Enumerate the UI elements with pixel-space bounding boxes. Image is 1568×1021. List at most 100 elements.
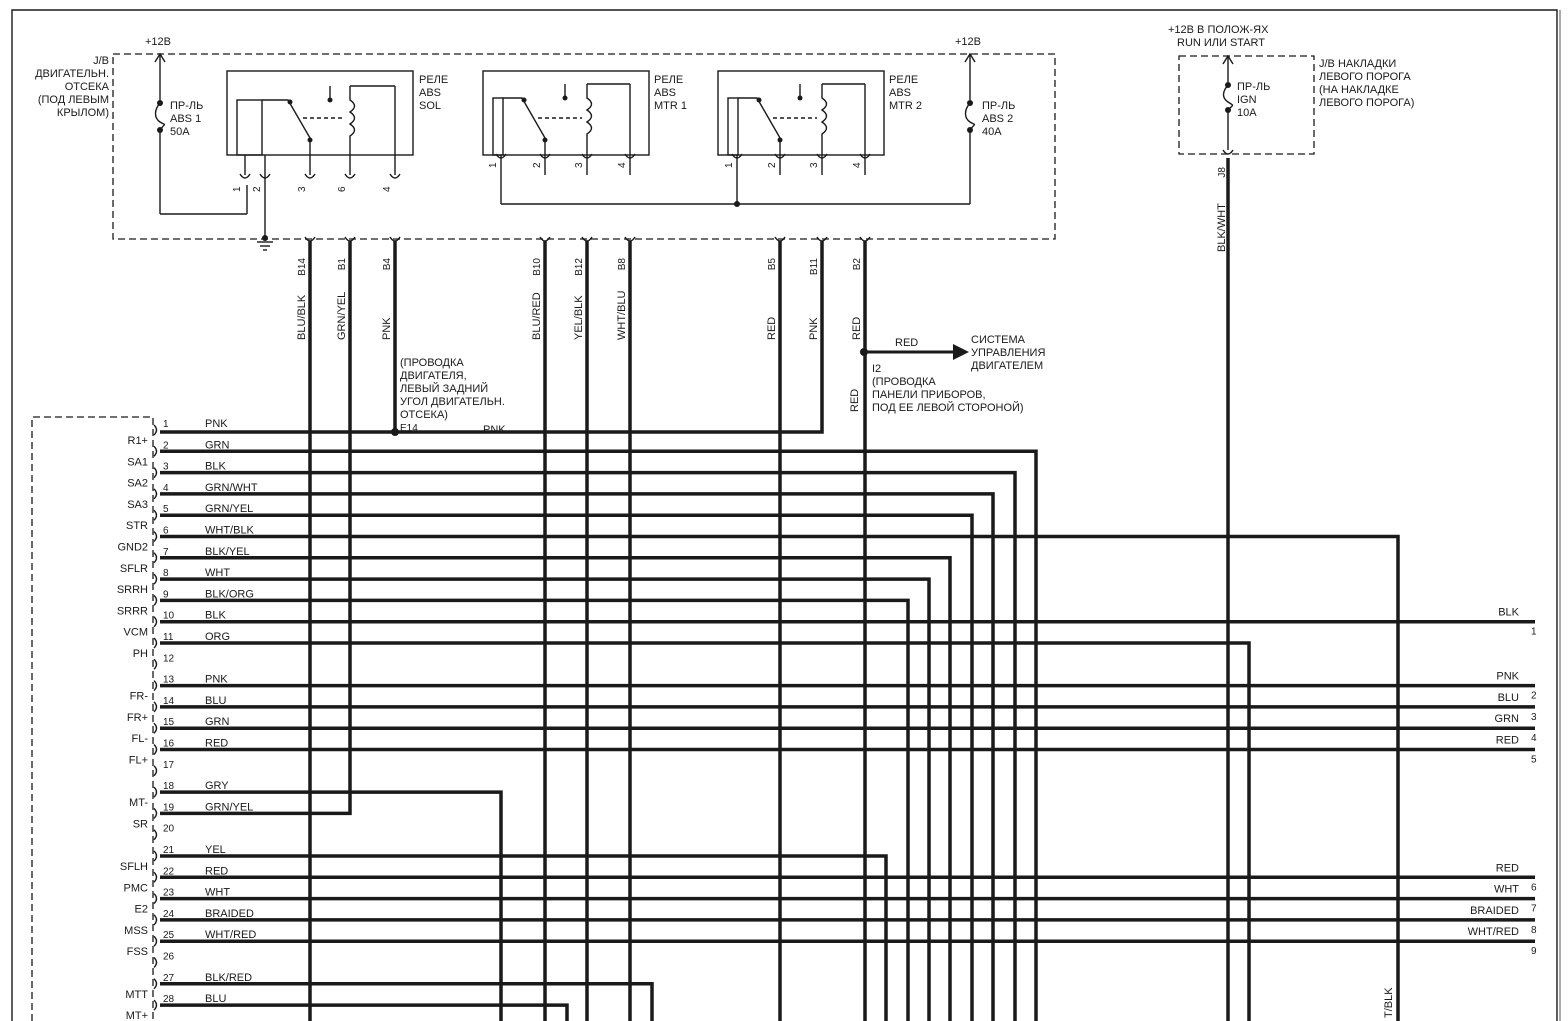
engine-harness-note: (ПРОВОДКА ДВИГАТЕЛЯ, ЛЕВЫЙ ЗАДНИЙ УГОЛ Д… [400, 357, 505, 421]
ecu-pin: 17 [153, 760, 175, 777]
wire-row-27 [160, 982, 654, 1021]
svg-text:8: 8 [1531, 925, 1537, 936]
svg-text:BLU: BLU [1498, 692, 1519, 704]
svg-text:RED: RED [205, 738, 228, 750]
cut-wire-label: T/BLK [1383, 987, 1395, 1018]
svg-text:25: 25 [163, 930, 175, 941]
svg-text:ПОД ЕЕ ЛЕВОЙ СТОРОНОЙ): ПОД ЕЕ ЛЕВОЙ СТОРОНОЙ) [872, 401, 1024, 414]
drop-connector-label: B1 [337, 258, 348, 271]
svg-text:ОТСЕКА: ОТСЕКА [65, 81, 110, 93]
wire-row-5 [160, 513, 974, 1021]
drop-connector-label: B11 [809, 258, 820, 275]
drop-connector-label: B2 [852, 258, 863, 271]
svg-text:СИСТЕМА: СИСТЕМА [971, 334, 1026, 346]
svg-text:1: 1 [163, 419, 169, 430]
svg-text:PH: PH [133, 648, 148, 660]
svg-text:(ПРОВОДКА: (ПРОВОДКА [400, 357, 464, 369]
svg-text:8: 8 [163, 568, 169, 579]
connector-terminal [539, 236, 551, 242]
jb-engine-label: J/B ДВИГАТЕЛЬН. ОТСЕКА (ПОД ЛЕВЫМ КРЫЛОМ… [35, 55, 110, 119]
i2-vertical-label: RED [849, 389, 861, 412]
supply-arrow-left [154, 52, 166, 100]
svg-text:3: 3 [1531, 712, 1537, 723]
drop-connector-label: B4 [382, 258, 393, 271]
abs-ecu-connector: 1R1+PNK2SA1GRN3SA2BLK4SA3GRN/WHT5STRGRN/… [117, 418, 258, 1021]
svg-text:7: 7 [1531, 904, 1537, 915]
svg-text:КРЫЛОМ): КРЫЛОМ) [57, 107, 109, 119]
wire-pnk-b11 [160, 241, 824, 434]
fuse-abs2 [964, 100, 976, 133]
svg-text:9: 9 [1531, 946, 1537, 957]
drop-connector-label: B8 [617, 258, 628, 271]
ecu-pin: 20 [153, 824, 175, 841]
svg-text:WHT/RED: WHT/RED [1468, 926, 1519, 938]
drop-wire-color-label: RED [851, 317, 863, 340]
relay-abs-sol [226, 70, 414, 175]
svg-text:SRRH: SRRH [117, 584, 148, 596]
fuse-abs1-label: ПР-ЛЬ ABS 1 50A [170, 100, 203, 138]
svg-text:WHT/BLK: WHT/BLK [205, 525, 255, 537]
plus12-right-label: +12B [955, 36, 981, 48]
svg-text:ПР-ЛЬ: ПР-ЛЬ [170, 100, 203, 112]
connector-terminal [731, 153, 743, 159]
svg-text:40A: 40A [982, 126, 1002, 138]
wire-row-3 [160, 470, 1017, 1021]
svg-text:РЕЛЕ: РЕЛЕ [889, 74, 918, 86]
relay-abs-sol-label: РЕЛЕ ABS SOL [419, 74, 448, 112]
fuse-ign [1222, 54, 1234, 150]
svg-text:BLK/RED: BLK/RED [205, 972, 252, 984]
svg-text:11: 11 [163, 632, 174, 643]
abs-ecu-box [31, 416, 154, 1021]
svg-text:19: 19 [163, 802, 175, 813]
svg-text:SFLH: SFLH [120, 861, 148, 873]
svg-text:2: 2 [1531, 691, 1537, 702]
svg-text:PNK: PNK [1496, 671, 1519, 683]
svg-text:ПАНЕЛИ ПРИБОРОВ,: ПАНЕЛИ ПРИБОРОВ, [872, 389, 986, 401]
svg-text:18: 18 [163, 781, 175, 792]
svg-text:RED: RED [1496, 735, 1519, 747]
svg-text:RED: RED [205, 865, 228, 877]
svg-text:SR: SR [133, 818, 148, 830]
drop-wire-color-label: WHT/BLU [616, 290, 628, 340]
svg-text:GRN: GRN [1495, 713, 1520, 725]
svg-text:2: 2 [252, 186, 263, 192]
svg-text:4: 4 [1531, 733, 1537, 744]
svg-text:ABS 2: ABS 2 [982, 113, 1013, 125]
ecu-pin: 12 [153, 653, 175, 670]
svg-text:ЛЕВЫЙ ЗАДНИЙ: ЛЕВЫЙ ЗАДНИЙ [400, 382, 488, 395]
svg-text:50A: 50A [170, 126, 190, 138]
svg-text:FL-: FL- [132, 733, 149, 745]
svg-text:(ПРОВОДКА: (ПРОВОДКА [872, 376, 936, 388]
svg-text:ДВИГАТЕЛЬН.: ДВИГАТЕЛЬН. [35, 68, 109, 80]
svg-text:22: 22 [163, 866, 175, 877]
svg-text:SFLR: SFLR [120, 563, 148, 575]
svg-text:24: 24 [163, 909, 175, 920]
svg-text:12: 12 [163, 653, 175, 664]
svg-text:6: 6 [337, 186, 348, 192]
svg-text:21: 21 [163, 845, 175, 856]
svg-text:3: 3 [574, 162, 585, 168]
svg-text:ABS: ABS [654, 87, 676, 99]
right-output-terminal: WHT/RED 9 [1468, 926, 1537, 957]
svg-text:GRN/WHT: GRN/WHT [205, 482, 258, 494]
wire-row-2 [160, 449, 1038, 1021]
drop-wire-color-label: PNK [381, 317, 393, 340]
svg-text:SOL: SOL [419, 100, 441, 112]
svg-text:(ПОД ЛЕВЫМ: (ПОД ЛЕВЫМ [38, 94, 109, 106]
connector-terminal [859, 236, 871, 242]
